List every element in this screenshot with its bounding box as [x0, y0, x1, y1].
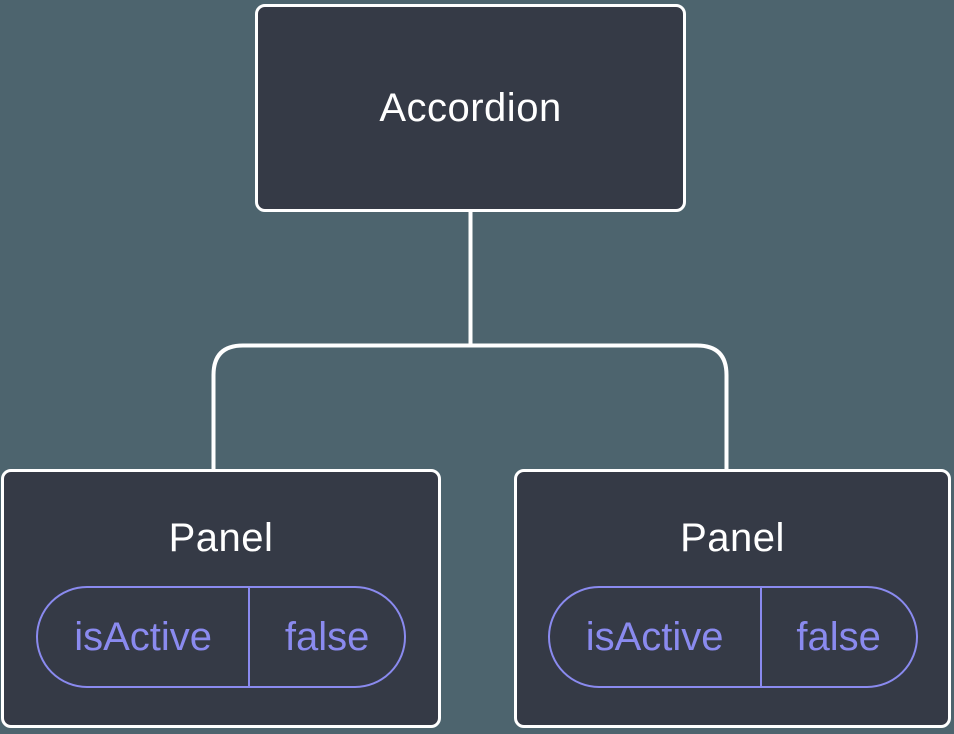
node-panel-left: Panel isActive false: [1, 469, 441, 728]
state-key-label: isActive: [38, 588, 251, 686]
node-panel-right: Panel isActive false: [514, 469, 951, 728]
state-pill: isActive false: [547, 586, 918, 688]
state-value-label: false: [284, 614, 370, 659]
connector-branch-bracket: [211, 343, 729, 471]
state-pill: isActive false: [36, 586, 406, 688]
panel-node-label: Panel: [680, 516, 785, 560]
state-value-label: false: [796, 614, 881, 659]
panel-node-label: Panel: [168, 516, 274, 560]
node-accordion: Accordion: [255, 4, 686, 212]
accordion-node-label: Accordion: [379, 86, 562, 130]
state-key-label: isActive: [550, 588, 762, 686]
